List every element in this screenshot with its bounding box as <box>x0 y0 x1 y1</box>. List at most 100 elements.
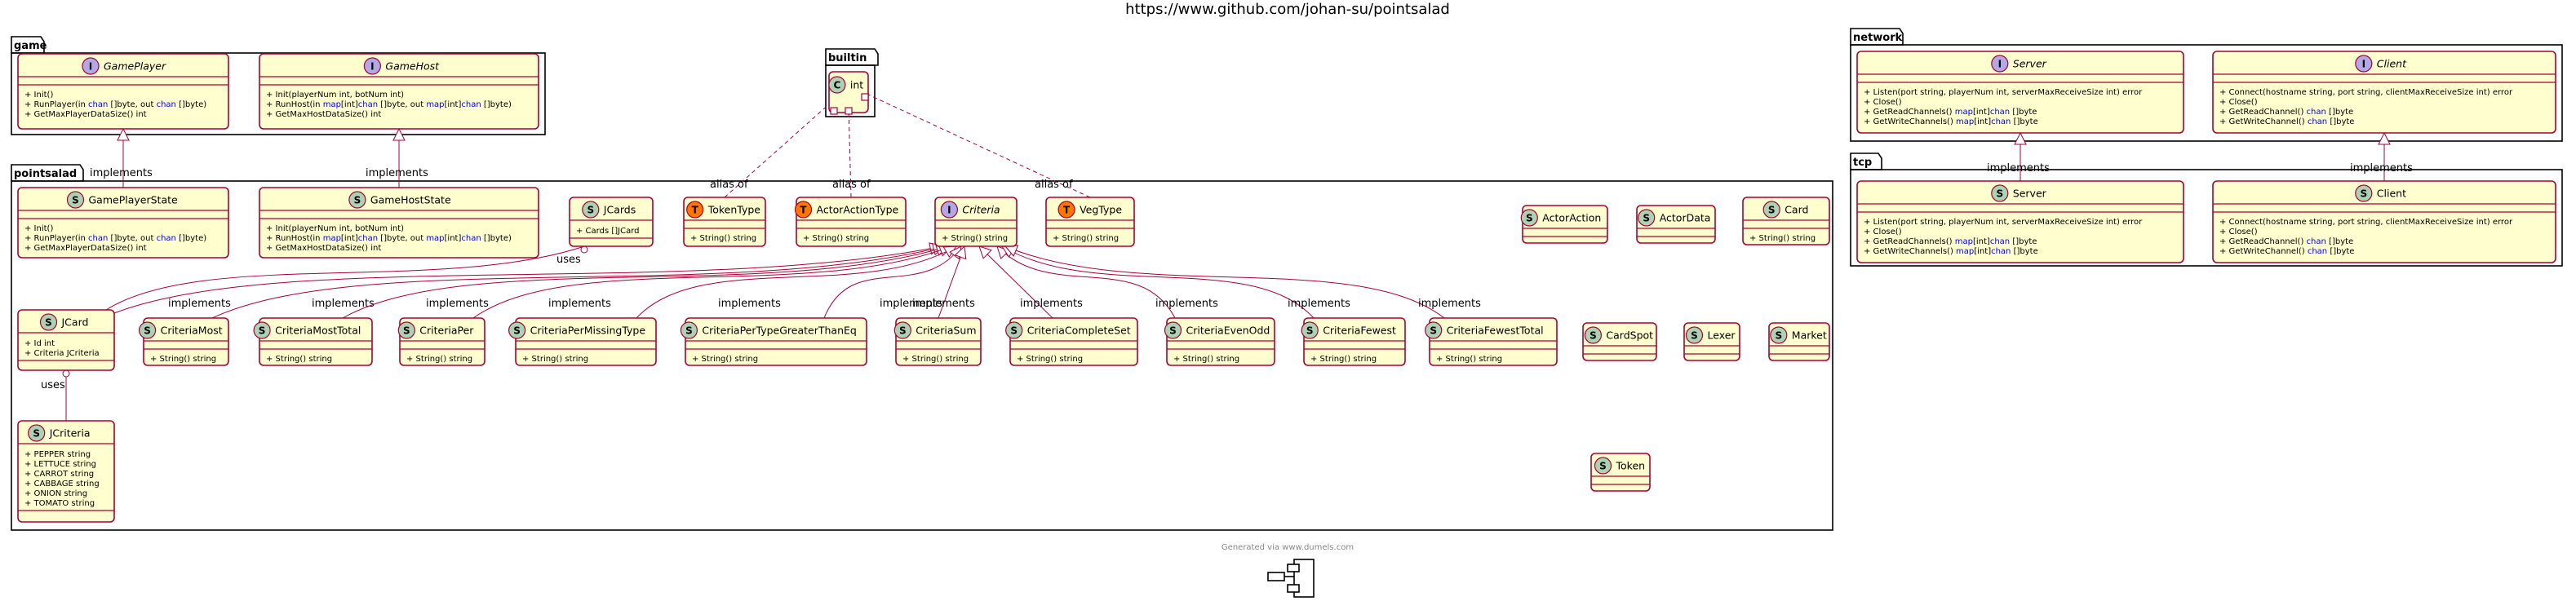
class-name: CriteriaSum <box>916 325 976 337</box>
class-member: + GetWriteChannels() map[int]chan []byte <box>1864 117 2038 126</box>
class-name: JCards <box>603 204 636 216</box>
edge-implements: implements <box>1987 131 2050 181</box>
class-name: CriteriaCompleteSet <box>1027 325 1131 337</box>
stereotype-letter: I <box>370 61 374 73</box>
stereotype-icon <box>348 191 366 209</box>
class-member: + GetWriteChannel() chan []byte <box>2219 117 2354 126</box>
stereotype-icon <box>1584 326 1603 344</box>
stereotype-icon <box>397 321 415 339</box>
package-label: builtin <box>828 52 867 64</box>
class-Server[interactable]: I Server + Listen(port string, playerNum i… <box>1856 51 2184 134</box>
class-ActorData[interactable]: S ActorData <box>1636 205 1716 244</box>
class-member: + String() string <box>1017 355 1083 364</box>
package-tcp: tcp <box>1850 152 2563 267</box>
stereotype-letter: S <box>259 325 266 337</box>
class-member: + String() string <box>266 355 332 364</box>
package-label: network <box>1853 32 1903 44</box>
class-member: + Cards []JCard <box>576 227 640 236</box>
stereotype-letter: S <box>685 325 693 337</box>
class-member: + Criteria JCriteria <box>24 349 100 358</box>
edge-implements: implements <box>978 245 1083 319</box>
class-member: + RunPlayer(in chan []byte, out chan []b… <box>24 234 206 243</box>
class-member: + String() string <box>1436 355 1502 364</box>
class-name: CriteriaPer <box>419 325 474 337</box>
edge-label: implements <box>1020 298 1083 310</box>
class-name: ActorData <box>1660 212 1711 224</box>
edge-implements: implements <box>366 127 428 188</box>
stereotype-icon <box>1594 457 1612 475</box>
stereotype-letter: I <box>1998 59 2002 70</box>
class-member: + String() string <box>1173 355 1239 364</box>
package-label: pointsalad <box>14 168 77 180</box>
stereotype-letter: S <box>403 325 410 337</box>
package-label: tcp <box>1853 157 1872 169</box>
stereotype-icon <box>1762 201 1780 219</box>
class-member: + Listen(port string, playerNum int, ser… <box>1864 88 2143 97</box>
package-label: game <box>14 40 47 52</box>
footer-text: Generated via www.dumels.com <box>1221 543 1354 552</box>
edge-label: implements <box>1418 298 1481 310</box>
edge-label: uses <box>41 379 65 391</box>
stereotype-icon <box>253 321 271 339</box>
edge-label: implements <box>548 298 611 310</box>
class-name: Server <box>2013 188 2047 200</box>
stereotype-icon <box>1685 326 1704 344</box>
class-name: CriteriaPerMissingType <box>530 325 646 337</box>
class-name: ActorActionType <box>817 204 899 216</box>
class-name: CriteriaMost <box>161 325 223 337</box>
class-member: + String() string <box>692 355 758 364</box>
class-name: CriteriaFewestTotal <box>1447 325 1544 337</box>
edge-label: alias of <box>710 179 748 191</box>
stereotype-letter: T <box>800 205 807 216</box>
class-member: + GetReadChannel() chan []byte <box>2219 237 2353 246</box>
stereotype-icon <box>1520 209 1538 227</box>
edge-implements: implements <box>1004 245 1481 319</box>
class-member: + Id int <box>24 339 55 348</box>
class-name: int <box>850 79 863 91</box>
stereotype-icon <box>1301 321 1319 339</box>
package-game: game <box>11 36 546 135</box>
stereotype-letter: S <box>1526 213 1533 224</box>
class-name: Server <box>2013 58 2047 70</box>
class-member: + Close() <box>2219 98 2258 107</box>
package-builtin: builtin <box>825 48 879 117</box>
stereotype-letter: S <box>2360 188 2367 200</box>
stereotype-icon <box>794 201 813 219</box>
class-member: + Init(playerNum int, botNum int) <box>266 224 404 233</box>
stereotype-letter: S <box>1643 213 1650 224</box>
class-member: + Init(playerNum int, botNum int) <box>266 91 404 99</box>
stereotype-letter: S <box>354 195 361 206</box>
stereotype-letter: S <box>144 325 151 337</box>
